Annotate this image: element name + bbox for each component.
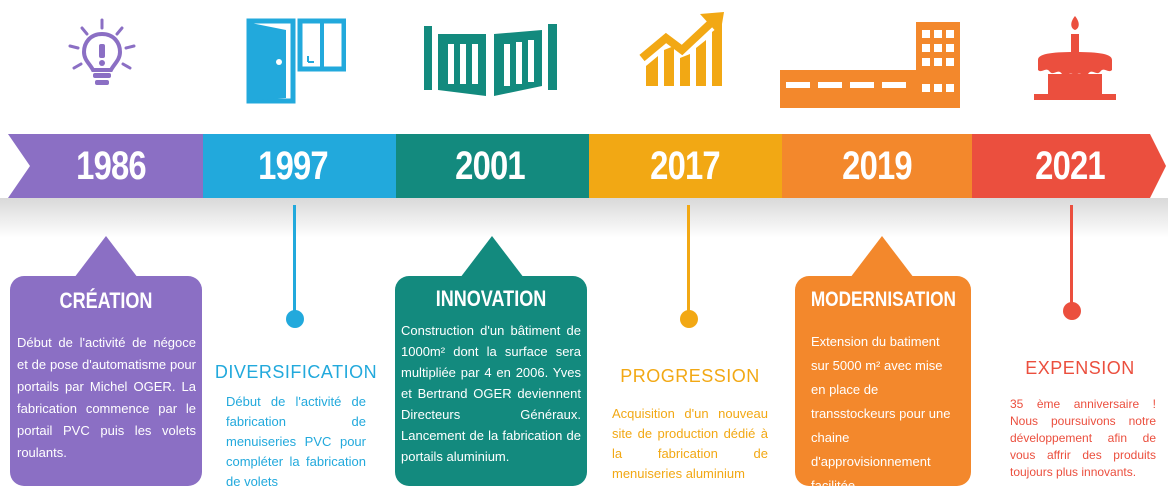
- card-text-2019: Extension du batiment sur 5000 m² avec m…: [811, 334, 951, 486]
- title-2017: PROGRESSION: [620, 366, 760, 386]
- year-2021: 2021: [1035, 144, 1106, 188]
- growth-chart-icon: [639, 12, 724, 86]
- stem-1997: [293, 205, 296, 313]
- dot-2021: [1063, 302, 1081, 320]
- card-text-2001: Construction d'un bâtiment de 1000m² don…: [401, 323, 581, 464]
- dot-1997: [286, 310, 304, 328]
- card-2001: INNOVATION Construction d'un bâtiment de…: [395, 276, 587, 486]
- card-text-1986: Début de l'activité de négoce et de pose…: [17, 335, 196, 460]
- year-2017: 2017: [650, 144, 721, 188]
- card-title-2001: INNOVATION: [435, 286, 547, 311]
- door-window-icon: [246, 18, 346, 104]
- year-1986: 1986: [76, 144, 147, 188]
- card-2019: MODERNISATION Extension du batiment sur …: [795, 276, 971, 486]
- timeline-band: [8, 134, 1166, 198]
- year-1997: 1997: [258, 144, 329, 188]
- card-title-2019: MODERNISATION: [810, 288, 956, 311]
- factory-building-icon: [780, 22, 960, 108]
- dot-2017: [680, 310, 698, 328]
- birthday-cake-icon: [1034, 16, 1116, 100]
- year-2001: 2001: [455, 144, 526, 188]
- gate-icon: [424, 24, 557, 96]
- title-2021: EXPENSION: [1025, 358, 1135, 378]
- stem-2017: [687, 205, 690, 313]
- card-pointer-1986: [74, 236, 138, 278]
- band-shadow: [0, 198, 1168, 238]
- stem-2021: [1070, 205, 1073, 313]
- text-2017: Acquisition d'un nouveau site de product…: [612, 406, 768, 481]
- text-1997: Début de l'activité de fabrication de me…: [226, 394, 366, 486]
- card-pointer-2001: [460, 236, 524, 278]
- card-pointer-2019: [850, 236, 914, 278]
- title-1997: DIVERSIFICATION: [214, 362, 378, 382]
- card-title-1986: CRÉATION: [59, 288, 153, 313]
- text-2021: 35 ème anniversaire ! Nous poursuivons n…: [1010, 397, 1156, 479]
- year-2019: 2019: [842, 144, 913, 188]
- lightbulb-icon: [68, 18, 136, 85]
- card-1986: CRÉATION Début de l'activité de négoce e…: [10, 276, 202, 486]
